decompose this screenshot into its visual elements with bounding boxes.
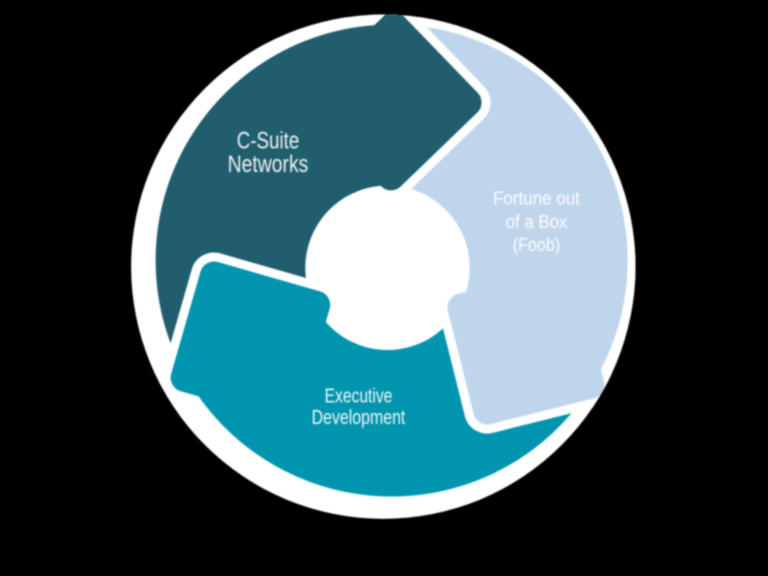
svg-text:Development: Development [312,407,406,429]
svg-text:Networks: Networks [228,152,309,178]
svg-text:Fortune out: Fortune out [493,188,580,209]
svg-text:C-Suite: C-Suite [237,129,300,155]
svg-text:Executive: Executive [325,386,393,408]
svg-text:of a Box: of a Box [506,211,568,232]
svg-text:(Foob): (Foob) [513,234,560,255]
